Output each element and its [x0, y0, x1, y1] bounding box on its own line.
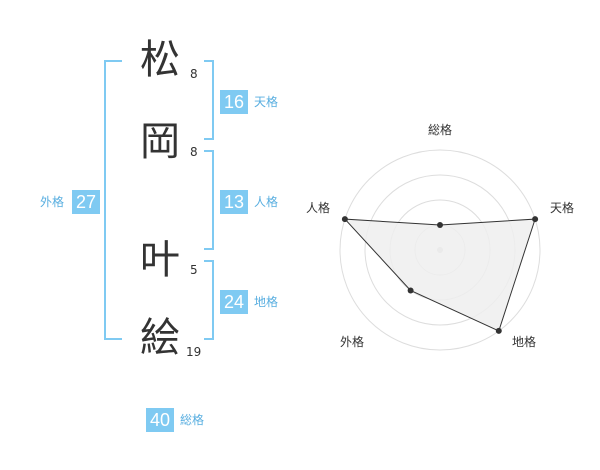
chikaku-bracket: [212, 260, 214, 340]
name-char-3: 叶: [140, 237, 180, 283]
jinkaku-label: 人格: [254, 195, 279, 209]
gaikaku-bracket-bottom: [104, 338, 122, 340]
stroke-count-2: 8: [190, 145, 198, 159]
jinkaku-value-badge: 13: [220, 190, 248, 214]
name-char-2: 岡: [140, 119, 180, 165]
stroke-count-1: 8: [190, 67, 198, 81]
gaikaku-bracket-top: [104, 60, 122, 62]
name-char-4: 絵: [140, 315, 180, 361]
name-char-1: 松: [140, 37, 180, 83]
jinkaku-bracket-bottom: [204, 248, 214, 250]
stroke-count-4: 19: [186, 345, 202, 359]
radar-point-3: [495, 327, 502, 334]
radar-point-2: [532, 216, 539, 223]
chikaku-value-badge: 24: [220, 290, 248, 314]
jinkaku-bracket: [212, 150, 214, 250]
tenkaku-label: 天格: [254, 95, 279, 109]
radar-point-4: [407, 287, 414, 294]
soukaku-label: 総格: [180, 413, 205, 427]
chikaku-bracket-top: [204, 260, 214, 262]
gaikaku-value-badge: 27: [72, 190, 100, 214]
radar-axis-label-tenkaku: 天格: [550, 201, 575, 215]
tenkaku-value-badge: 16: [220, 90, 248, 114]
jinkaku-bracket-top: [204, 150, 214, 152]
tenkaku-bracket-top: [204, 60, 214, 62]
soukaku-value-badge: 40: [146, 408, 174, 432]
chikaku-bracket-bottom: [204, 338, 214, 340]
stroke-count-3: 5: [190, 263, 198, 277]
radar-point-1: [437, 222, 443, 228]
gaikaku-label: 外格: [40, 195, 65, 209]
chikaku-label: 地格: [254, 295, 279, 309]
tenkaku-bracket-bottom: [204, 138, 214, 140]
radar-axis-label-chikaku: 地格: [512, 335, 537, 349]
tenkaku-bracket: [212, 60, 214, 140]
radar-axis-label-gaikaku: 外格: [340, 335, 365, 349]
radar-axis-label-soukaku: 総格: [428, 123, 453, 137]
radar-axis-label-jinkaku: 人格: [306, 201, 331, 215]
radar-area: [343, 218, 536, 332]
radar-point-5: [341, 216, 348, 223]
radar-grid-ring-4: [339, 149, 541, 351]
gaikaku-bracket: [104, 60, 106, 340]
